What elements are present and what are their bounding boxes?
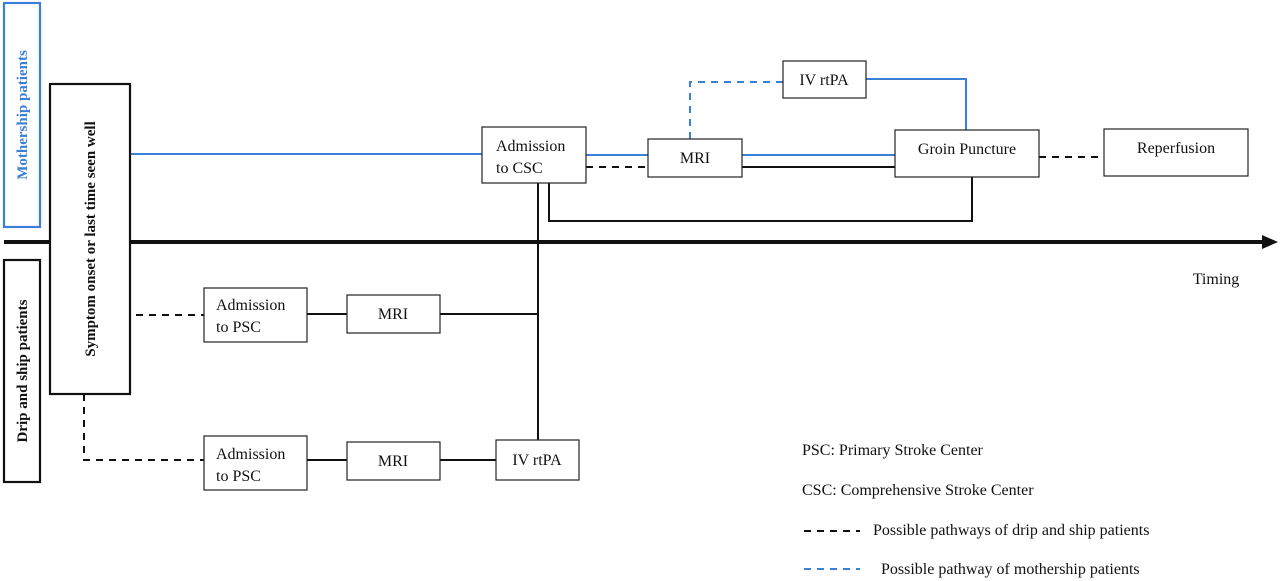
mothership-group-label: Mothership patients xyxy=(2,1,42,229)
groin-puncture-label: Groin Puncture xyxy=(918,141,1016,158)
mothership-mri-box: MRI xyxy=(647,138,743,178)
legend-mothership: Possible pathway of mothership patients xyxy=(881,561,1140,578)
timeline-arrowhead xyxy=(1262,235,1278,249)
mothership-line-iv-to-groin xyxy=(866,78,967,130)
drip-ship-group-label: Drip and ship patients xyxy=(2,258,42,484)
drip2-mri-label: MRI xyxy=(378,453,408,470)
legend-psc: PSC: Primary Stroke Center xyxy=(802,442,984,459)
drip2-admission-psc-line1: Admission xyxy=(216,446,285,463)
legend-drip-ship: Possible pathways of drip and ship patie… xyxy=(873,522,1149,539)
drip2-dashed-onset-to-psc xyxy=(83,394,204,461)
groin-puncture-box: Groin Puncture xyxy=(894,129,1040,178)
drip1-admission-psc-box: Admission to PSC xyxy=(203,287,308,343)
admission-csc-box: Admission to CSC xyxy=(481,126,587,184)
drip1-admission-psc-line2: to PSC xyxy=(216,319,261,336)
mothership-mri-label: MRI xyxy=(680,150,710,167)
drip2-admission-psc-box: Admission to PSC xyxy=(203,435,308,491)
mothership-iv-rtpa-box: IV rtPA xyxy=(782,60,867,99)
mothership-dashed-mri-to-iv xyxy=(689,81,783,139)
mothership-label: Mothership patients xyxy=(15,50,31,180)
drip1-mri-box: MRI xyxy=(346,294,441,334)
drip-line-csc-to-groin-direct xyxy=(548,177,973,222)
drip2-iv-rtpa-box: IV rtPA xyxy=(495,439,580,481)
drip2-mri-box: MRI xyxy=(346,441,441,481)
reperfusion-box: Reperfusion xyxy=(1103,128,1249,177)
onset-box: Symptom onset or last time seen well xyxy=(48,82,132,396)
drip1-admission-psc-line1: Admission xyxy=(216,297,285,314)
timeline-label: Timing xyxy=(1193,271,1240,288)
drip2-admission-psc-line2: to PSC xyxy=(216,468,261,485)
legend-csc: CSC: Comprehensive Stroke Center xyxy=(802,482,1034,499)
mothership-iv-rtpa-label: IV rtPA xyxy=(799,72,849,89)
drip-ship-label: Drip and ship patients xyxy=(15,299,31,442)
admission-csc-line1: Admission xyxy=(496,138,565,155)
admission-csc-line2: to CSC xyxy=(496,160,543,177)
drip2-iv-rtpa-label: IV rtPA xyxy=(512,452,562,469)
drip1-mri-label: MRI xyxy=(378,306,408,323)
onset-label: Symptom onset or last time seen well xyxy=(83,121,99,357)
reperfusion-label: Reperfusion xyxy=(1137,140,1215,157)
legend: PSC: Primary Stroke Center CSC: Comprehe… xyxy=(802,442,1149,578)
